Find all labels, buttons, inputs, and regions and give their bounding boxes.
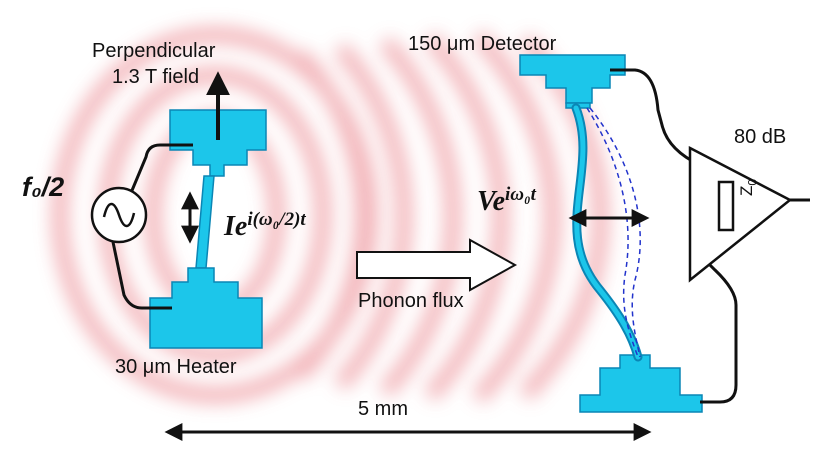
perpendicular-label: Perpendicular <box>92 40 216 62</box>
readout-wiring <box>610 68 810 404</box>
sine-wave-icon <box>102 202 136 228</box>
source-wire-bottom <box>111 241 172 310</box>
distance-label: 5 mm <box>358 398 408 420</box>
detector-label: 150 μm Detector <box>408 33 557 55</box>
impedance-resistor <box>717 180 735 232</box>
heater-bottom-pad <box>149 267 263 349</box>
detector-bottom-pad <box>579 354 703 413</box>
source-frequency-label: f₀/2 <box>22 172 65 202</box>
ac-source <box>90 143 193 310</box>
detector-vibration-dashed-1 <box>586 107 639 358</box>
impedance-subscript: 0 <box>745 178 760 186</box>
heater-current-label: Iei(ω₀/2)t <box>224 205 306 242</box>
readout-wire-bottom <box>700 230 738 404</box>
detector-device <box>519 54 703 413</box>
heater-current-base: Ie <box>224 211 248 242</box>
heater-strip <box>195 175 215 269</box>
impedance-label: Z0 <box>736 179 763 196</box>
amplifier-triangle <box>688 145 793 283</box>
amplifier-gain-label: 80 dB <box>734 126 787 148</box>
field-label: 1.3 T field <box>112 66 200 88</box>
heater-top-pad <box>169 109 267 177</box>
detector-voltage-base: Ve <box>477 186 505 217</box>
detector-voltage-label: Veiω₀t <box>477 180 536 217</box>
phonon-flux-label: Phonon flux <box>358 290 464 312</box>
detector-voltage-exponent: iω₀t <box>505 184 536 205</box>
heater-current-exponent: i(ω₀/2)t <box>247 209 306 230</box>
impedance-symbol: Z <box>737 185 756 196</box>
heater-label: 30 μm Heater <box>115 356 237 378</box>
detector-top-pad <box>519 54 626 104</box>
heater-device <box>149 109 267 349</box>
detector-vibration-dashed-2 <box>589 107 641 358</box>
phonon-flux-arrow <box>356 238 518 292</box>
source-wire-top <box>126 143 193 201</box>
